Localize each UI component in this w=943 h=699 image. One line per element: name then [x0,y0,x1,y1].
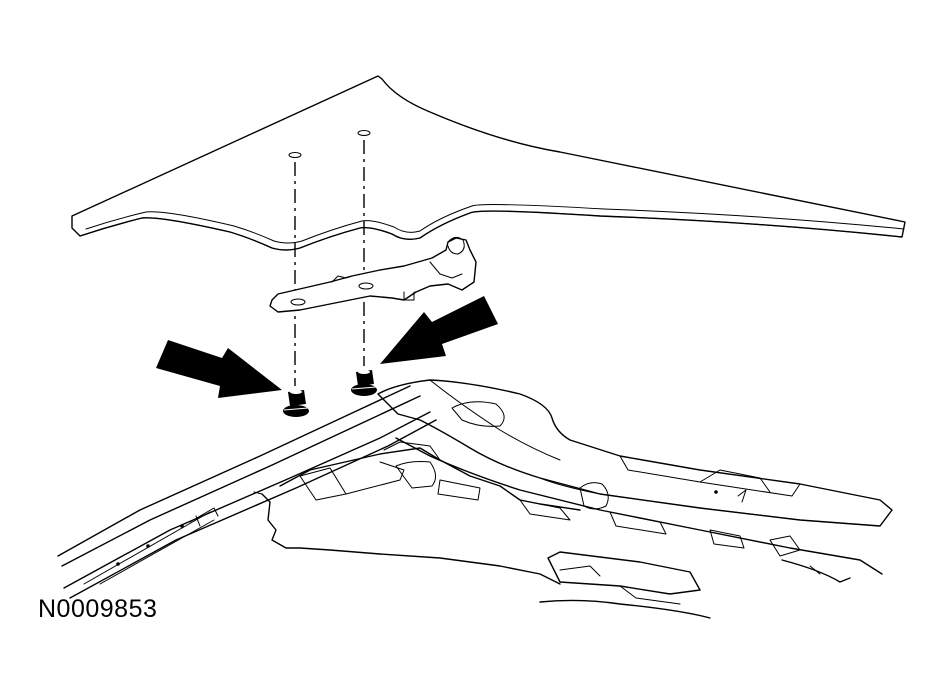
bolt-right [351,370,377,396]
hood-hinge [269,236,477,313]
hood-hole-right [357,130,371,136]
hood-panel [71,75,906,251]
bolt-left [283,390,309,417]
vehicle-body-structure [57,379,893,619]
hood-hole-left [288,152,302,158]
alignment-lines [294,140,365,386]
figure-reference-code: N0009853 [38,595,158,623]
fastener-arrow-left [156,340,282,398]
fastener-arrow-right [380,296,498,364]
